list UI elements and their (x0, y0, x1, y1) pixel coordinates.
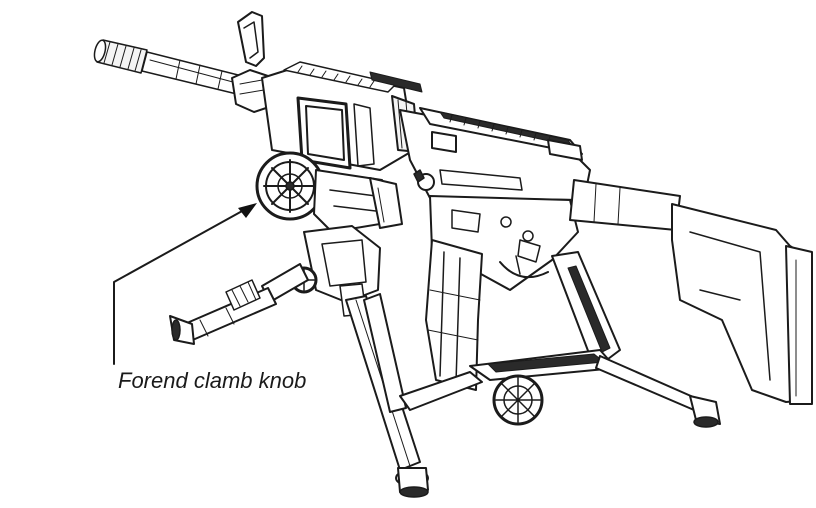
bipod-leg-left-extended (169, 263, 309, 345)
forend-clamp-knob (255, 151, 325, 221)
flash-hider (93, 39, 148, 74)
upper-receiver (399, 107, 591, 201)
front-sight (231, 11, 273, 113)
magazine (425, 239, 483, 391)
bipod-leg-center (363, 293, 407, 413)
buttstock (569, 179, 813, 405)
bipod-rear-support (399, 349, 721, 428)
barrel (93, 39, 251, 97)
callout-arrow (113, 203, 257, 365)
pistol-grip (551, 251, 621, 363)
bipod-clamp-mount (313, 169, 403, 233)
callout-label-forend-clamp-knob: Forend clamb knob (118, 368, 307, 393)
